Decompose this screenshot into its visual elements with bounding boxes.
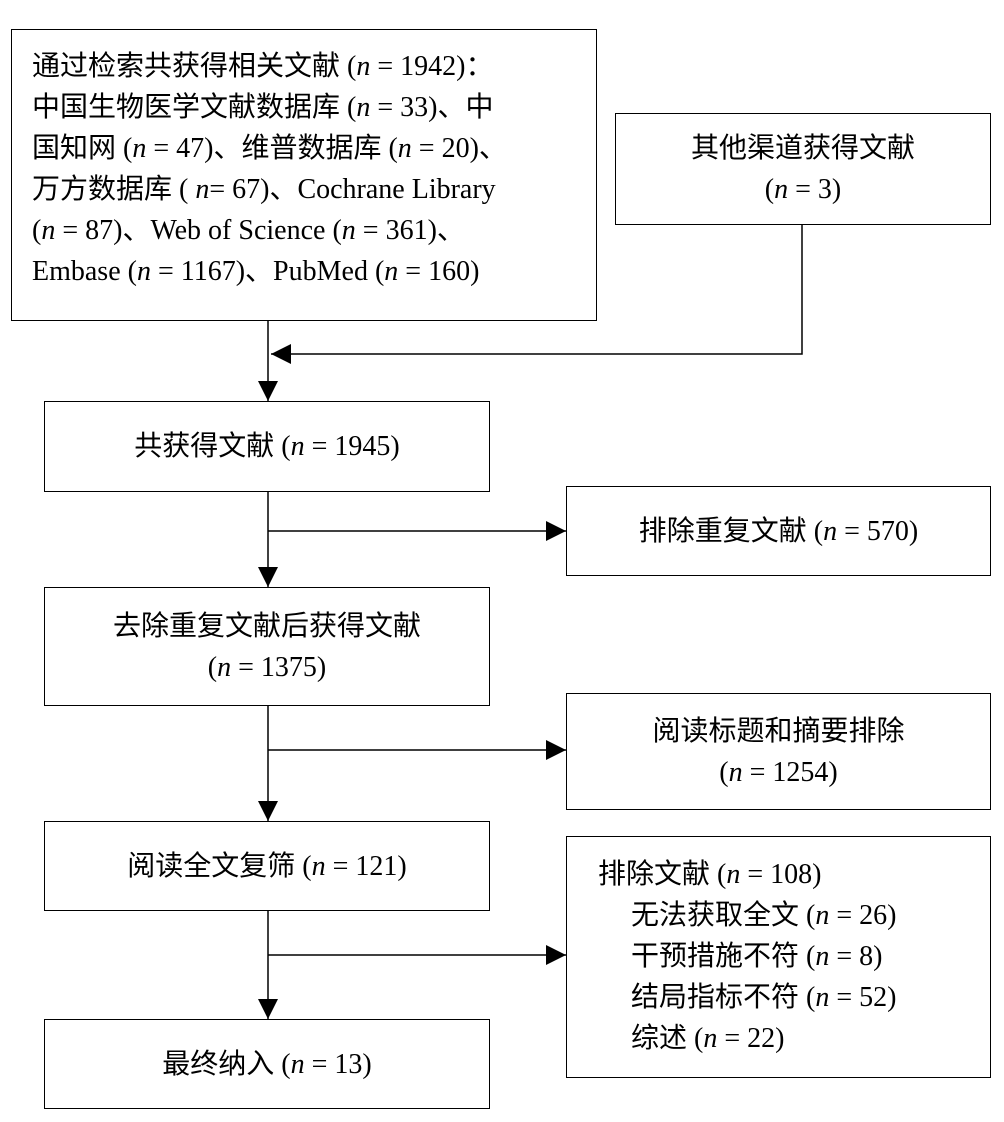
final-included-label: 最终纳入 (n = 13) [162,1048,372,1080]
sources-line-6: Embase (n = 1167)、PubMed (n = 160) [32,256,480,287]
sources-line-5: (n = 87)、Web of Science (n = 361)、 [32,215,465,246]
duplicates-excluded-label: 排除重复文献 (n = 570) [638,515,919,547]
title-abstract-excluded-box: 阅读标题和摘要排除 (n = 1254) [566,693,991,810]
excluded-total: 排除文献 (n = 108) [598,859,822,890]
total-records-box: 共获得文献 (n = 1945) [44,401,490,492]
duplicates-excluded-box: 排除重复文献 (n = 570) [566,486,991,576]
other-channels-box: 其他渠道获得文献 (n = 3) [615,113,991,225]
title-abstract-title: 阅读标题和摘要排除 [652,715,905,747]
sources-line-3: 国知网 (n = 47)、维普数据库 (n = 20)、 [32,133,507,164]
arrow-other-to-merge [271,225,803,364]
excluded-reason-item: 结局指标不符 (n = 52) [631,982,897,1013]
final-included-box: 最终纳入 (n = 13) [44,1019,490,1109]
after-dedup-title: 去除重复文献后获得文献 [112,610,421,642]
sources-line-2: 中国生物医学文献数据库 (n = 33)、中 [32,92,494,123]
other-channels-count: (n = 3) [764,174,842,205]
sources-line-4: 万方数据库 ( n= 67)、Cochrane Library [32,174,496,205]
full-text-screening-box: 阅读全文复筛 (n = 121) [44,821,490,911]
excluded-reason-item: 无法获取全文 (n = 26) [631,900,897,931]
after-dedup-box: 去除重复文献后获得文献 (n = 1375) [44,587,490,706]
other-channels-title: 其他渠道获得文献 [690,133,915,164]
total-records-label: 共获得文献 (n = 1945) [134,431,400,462]
excluded-reason-item: 综述 (n = 22) [631,1023,785,1054]
title-abstract-count: (n = 1254) [719,756,838,788]
sources-line-1: 通过检索共获得相关文献 (n = 1942)： [32,51,494,82]
database-sources-box: 通过检索共获得相关文献 (n = 1942)： 中国生物医学文献数据库 (n =… [11,29,597,321]
excluded-reasons-box: 排除文献 (n = 108) 无法获取全文 (n = 26) 干预措施不符 (n… [566,836,991,1078]
full-text-screening-label: 阅读全文复筛 (n = 121) [127,850,407,882]
after-dedup-count: (n = 1375) [207,651,327,683]
excluded-reason-item: 干预措施不符 (n = 8) [631,941,883,972]
